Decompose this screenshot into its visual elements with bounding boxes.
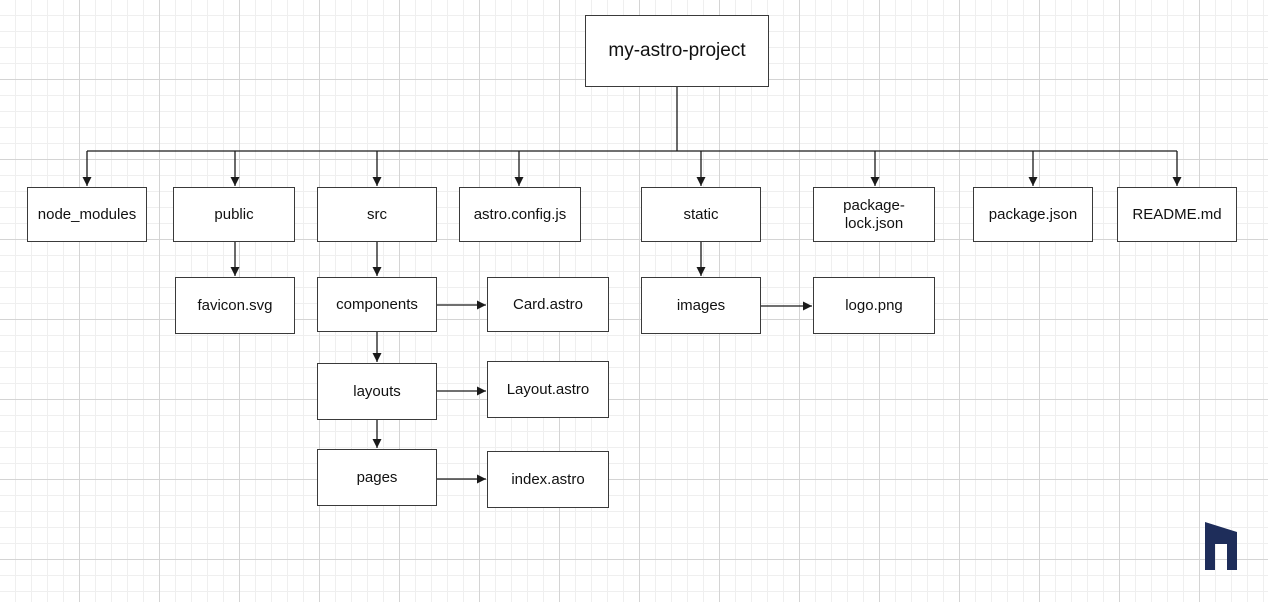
- node-images[interactable]: images: [641, 277, 761, 334]
- node-index-astro[interactable]: index.astro: [487, 451, 609, 508]
- node-layout-astro[interactable]: Layout.astro: [487, 361, 609, 418]
- node-label: node_modules: [37, 205, 137, 223]
- node-card-astro[interactable]: Card.astro: [487, 277, 609, 332]
- node-label: logo.png: [845, 296, 903, 314]
- node-src[interactable]: src: [317, 187, 437, 242]
- node-label: package- lock.json: [843, 197, 905, 232]
- node-components[interactable]: components: [317, 277, 437, 332]
- node-logo-png[interactable]: logo.png: [813, 277, 935, 334]
- node-label: package.json: [988, 205, 1078, 223]
- node-favicon[interactable]: favicon.svg: [175, 277, 295, 334]
- node-package-json[interactable]: package.json: [973, 187, 1093, 242]
- node-label: layouts: [353, 382, 401, 400]
- node-public[interactable]: public: [173, 187, 295, 242]
- node-label: public: [214, 205, 254, 223]
- node-label: pages: [356, 468, 398, 486]
- tower-logo-icon: [1205, 522, 1237, 570]
- node-label: components: [336, 295, 418, 313]
- node-pages[interactable]: pages: [317, 449, 437, 506]
- node-label: src: [367, 205, 387, 223]
- node-layouts[interactable]: layouts: [317, 363, 437, 420]
- node-label: images: [676, 296, 726, 314]
- node-package-lock[interactable]: package- lock.json: [813, 187, 935, 242]
- node-label: astro.config.js: [473, 205, 567, 223]
- node-label: favicon.svg: [197, 296, 273, 314]
- root-label: my-astro-project: [608, 40, 746, 62]
- node-astro-config[interactable]: astro.config.js: [459, 187, 581, 242]
- node-label: README.md: [1132, 205, 1222, 223]
- node-label: static: [683, 205, 719, 223]
- node-static[interactable]: static: [641, 187, 761, 242]
- node-label: index.astro: [511, 470, 585, 488]
- node-readme[interactable]: README.md: [1117, 187, 1237, 242]
- node-label: Card.astro: [512, 295, 584, 313]
- node-label: Layout.astro: [506, 380, 590, 398]
- node-node-modules[interactable]: node_modules: [27, 187, 147, 242]
- root-node[interactable]: my-astro-project: [585, 15, 769, 87]
